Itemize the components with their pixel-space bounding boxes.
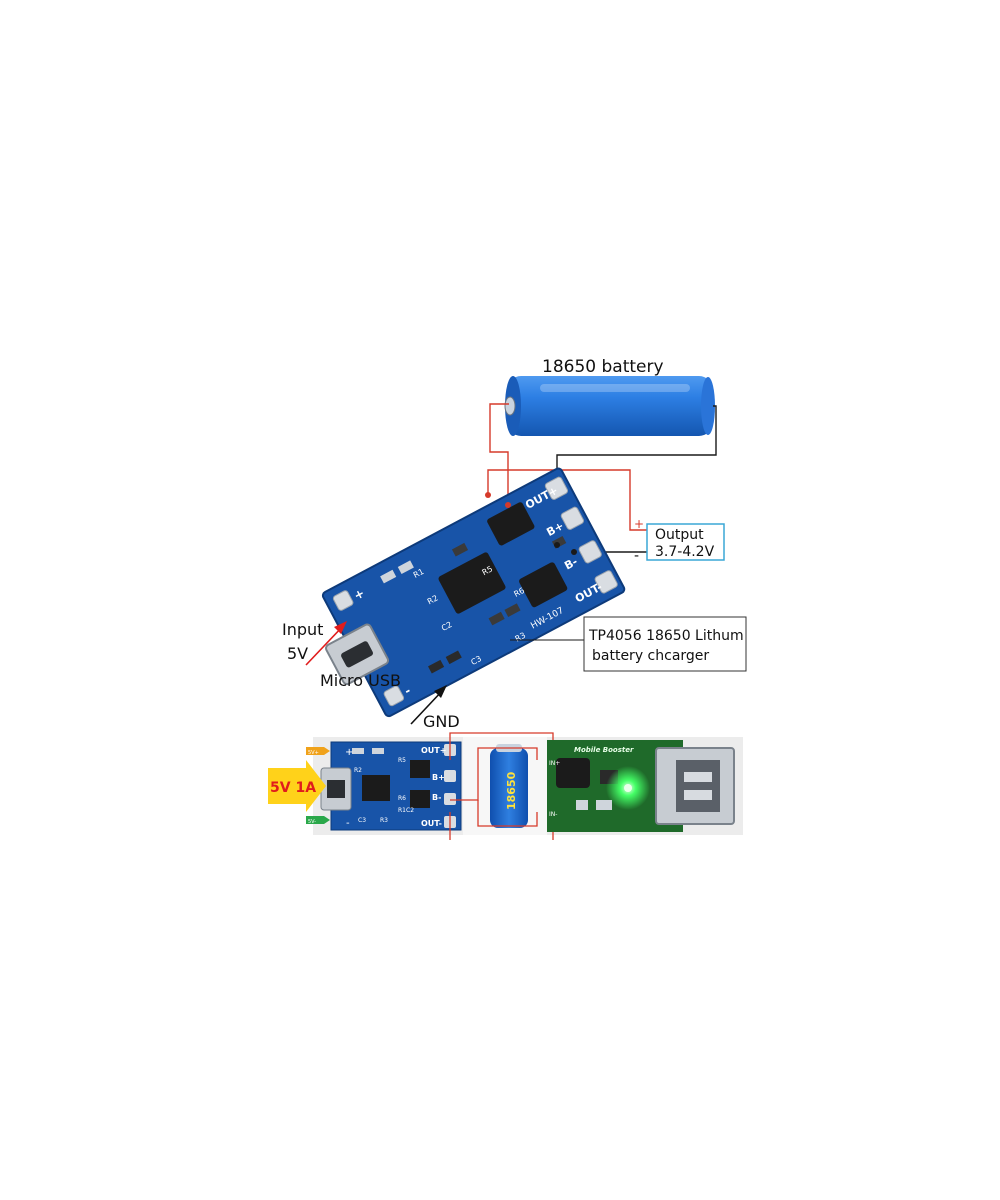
ic-chip-protect	[487, 502, 535, 546]
silk-r1: R1	[412, 567, 426, 580]
pad-label-b-minus: B-	[562, 555, 580, 573]
input-voltage: 5V	[287, 644, 308, 663]
strip-pad-out-minus: OUT-	[421, 819, 442, 828]
tp4056-board: OUT+ B+ B- OUT- HW-107 R3 C3 R6 R5 R1 R2…	[321, 467, 626, 718]
strip-tag-5v-minus	[306, 816, 330, 824]
output-plus-sign: +	[634, 517, 644, 531]
strip-booster-title: Mobile Booster	[574, 746, 634, 754]
strip-mark-r2: R2	[354, 767, 362, 774]
strip-mark-r6: R6	[398, 795, 406, 802]
charger-line1: TP4056 18650 Lithum	[588, 628, 744, 644]
strip-pad-out-plus: OUT+	[421, 746, 446, 755]
strip-mark-r5: R5	[398, 757, 406, 764]
silk-minus: -	[402, 683, 413, 698]
output-box	[646, 523, 725, 561]
strip-pad-b-plus: B+	[432, 773, 445, 782]
output-minus-sign: -	[634, 548, 639, 564]
silk-r5: R5	[481, 564, 495, 577]
strip-tag-bottom-text: 5V-	[308, 819, 316, 825]
battery-label: 18650 battery	[542, 357, 664, 377]
strip-mark-r3: R3	[380, 817, 388, 824]
strip-tag-top-text: 5V+	[308, 750, 319, 756]
strip-mark-plus: +	[345, 747, 353, 758]
strip-cell-label: 18650	[505, 771, 518, 810]
battery-positive-terminal	[504, 396, 516, 416]
wire-battery-positive	[489, 403, 509, 505]
charger-line2: battery chcarger	[592, 648, 709, 664]
ic-chip-mosfet	[519, 562, 568, 608]
ic-chip-tp4056	[438, 552, 506, 614]
strip-booster-in-plus: IN+	[549, 760, 560, 767]
strip-booster-in-minus: IN-	[549, 811, 557, 818]
wire-output-positive	[487, 469, 650, 531]
badge-5v1a	[268, 760, 326, 812]
bottom-photo-strip: OUT+ B+ B- OUT- + - R2 R1 C2 C3 R3 R6 R5…	[268, 732, 743, 840]
gnd-arrow	[410, 689, 444, 725]
output-voltage: 3.7-4.2V	[655, 544, 715, 560]
input-label: Input	[282, 620, 323, 639]
strip-mark-c3: C3	[358, 817, 366, 824]
board-pads	[332, 476, 618, 707]
strip-pad-b-minus: B-	[432, 793, 441, 802]
silk-c3: C3	[469, 654, 483, 667]
badge-5v1a-text: 5V 1A	[270, 780, 316, 796]
input-arrow	[305, 624, 345, 666]
strip-18650-cell	[490, 748, 528, 828]
strip-tag-5v-plus	[306, 747, 330, 755]
output-label: Output	[655, 527, 704, 543]
silk-r6: R6	[512, 586, 526, 599]
strip-ic	[362, 775, 390, 801]
strip-mark-minus: -	[346, 818, 350, 829]
strip-wire-c	[477, 800, 538, 827]
strip-mark-c2: C2	[406, 807, 414, 814]
strip-tp4056-board	[330, 741, 462, 831]
gnd-label: GND	[423, 712, 460, 731]
micro-usb-label: Micro USB	[320, 671, 401, 690]
battery-18650	[504, 376, 715, 436]
strip-booster-inductor	[556, 758, 590, 788]
charger-box	[583, 616, 747, 672]
strip-mark-r1: R1	[398, 807, 406, 814]
silk-c2: C2	[440, 620, 454, 633]
strip-wire-b	[450, 747, 538, 801]
silk-r2: R2	[426, 593, 440, 606]
